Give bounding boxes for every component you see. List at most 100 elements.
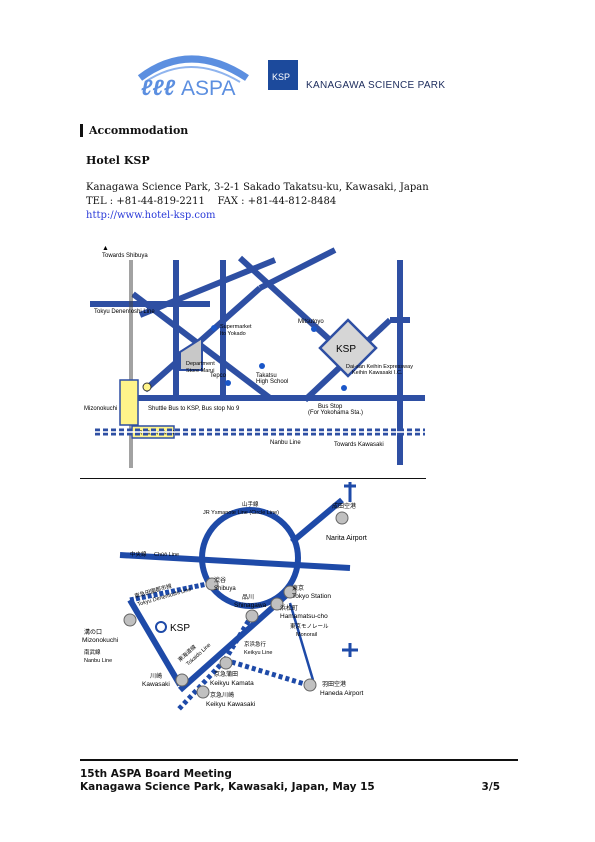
route-ksp-label: KSP — [170, 623, 190, 634]
hamamatsu-en: Hamamatsu-cho — [280, 613, 328, 620]
hamamatsu-jp: 浜松町 — [280, 604, 298, 612]
towards-shibuya-arrow: ▲ — [102, 245, 109, 252]
expressway-label: Dai-san Keihin Expressway — [346, 364, 413, 370]
mitsutoyo-marker — [311, 326, 317, 332]
hotel-fax: FAX : +81-44-812-8484 — [217, 196, 337, 207]
bus-stop-for: (For Yokohama Sta.) — [308, 410, 363, 416]
road — [258, 247, 337, 291]
airplane-icon — [342, 643, 358, 657]
ksp-logo: KSP KANAGAWA SCIENCE PARK — [268, 60, 463, 98]
nanbu-jp: 南武線 — [84, 648, 101, 656]
local-area-map: ▲ Towards Shibuya Tokyu Denentoshi Line … — [84, 245, 425, 468]
keikyu-jp: 京浜急行 — [244, 640, 267, 648]
towards-shibuya: Towards Shibuya — [102, 253, 148, 259]
ksp-building — [318, 318, 378, 378]
aspa-logo: ℓℓℓ ASPA — [137, 55, 249, 100]
shinagawa-station-marker — [245, 609, 259, 623]
aspa-logo-text: ASPA — [181, 77, 235, 100]
kamata-en: Keikyu Kamata — [210, 680, 254, 687]
hotel-address-block: Kanagawa Science Park, 3-2-1 Sakado Taka… — [86, 181, 429, 223]
kawasaki-station-marker — [175, 673, 189, 687]
towards-kawasaki: Towards Kawasaki — [334, 442, 384, 448]
keikyu-line — [222, 613, 255, 662]
yamanote-en: JR Ysmanote Line (Circle Line) — [203, 510, 279, 516]
nanbu-en: Nanbu Line — [84, 658, 112, 664]
narita-route — [290, 497, 344, 545]
chuo-jp: 中央線 — [130, 550, 147, 558]
footer-rule — [80, 759, 518, 761]
shuttle-bus-label: Shuttle Bus to KSP, Bus stop No 9 — [148, 406, 240, 412]
mizonokuchi-station-marker — [123, 613, 137, 627]
bus-stop-marker — [341, 385, 347, 391]
haneda-station-marker — [303, 678, 317, 692]
kkawasaki-en: Keikyu Kawasaki — [206, 701, 255, 708]
nanbu-line-label: Nanbu Line — [270, 440, 301, 446]
narita-station-marker — [335, 511, 349, 525]
hotel-contact: TEL : +81-44-819-2211 FAX : +81-44-812-8… — [86, 195, 429, 209]
haneda-en: Haneda Airport — [320, 690, 364, 697]
jr-mizonokuchi-label: JR Mizonokuchi — [135, 431, 177, 437]
shibuya-en: Shibuya — [214, 586, 236, 592]
kamata-jp: 京急蒲田 — [214, 670, 238, 678]
takatsu-label: Takatsu — [256, 373, 277, 379]
chuo-en: Chūō Line — [154, 552, 179, 558]
page-footer: 15th ASPA Board Meeting Kanagawa Science… — [80, 768, 500, 794]
ksp-map-label: KSP — [336, 344, 356, 355]
monorail-line — [288, 602, 315, 681]
tokyo-jp: 東京 — [292, 584, 304, 592]
tokyu-route — [129, 580, 213, 603]
tokyo-en: Tokyo Station — [292, 593, 331, 600]
monorail-jp: 東京モノレール — [290, 622, 329, 630]
route-map: KSP 山手線 JR Ysmanote Line (Circle Line) 成… — [82, 482, 367, 712]
kamata-station-marker — [219, 656, 233, 670]
hotel-name: Hotel KSP — [86, 154, 150, 167]
section-heading: Accommodation — [80, 124, 188, 137]
map-divider — [80, 478, 426, 479]
section-title: Accommodation — [89, 124, 189, 137]
ksp-marker-icon — [155, 621, 167, 633]
mizonokuchi-station — [119, 379, 139, 426]
ksp-logo-name: KANAGAWA SCIENCE PARK — [306, 80, 445, 91]
tokyu-line-label: Tokyu Denentoshi Line — [94, 309, 155, 315]
mizonokuchi-label: Mizonokuchi — [84, 406, 117, 412]
high-school-marker — [259, 363, 265, 369]
kkawasaki-jp: 京急川崎 — [210, 691, 234, 699]
supermarket-marker — [211, 325, 217, 331]
mizo-en: Mizonokuchi — [82, 637, 118, 644]
shinagawa-jp: 品川 — [242, 594, 254, 601]
mitsutoyo-label: Mitsutoyo — [298, 319, 324, 325]
keikyu-en: Keikyu Line — [244, 650, 272, 656]
bus-stop-icon — [142, 382, 152, 392]
footer-venue: Kanagawa Science Park, Kawasaki, Japan, … — [80, 781, 375, 793]
footer-event: 15th ASPA Board Meeting — [80, 768, 232, 780]
hotel-url-link[interactable]: http://www.hotel-ksp.com — [86, 210, 216, 221]
yamanote-jp: 山手線 — [242, 500, 259, 508]
svg-text:ℓℓℓ: ℓℓℓ — [141, 75, 176, 100]
tokyo-station-marker — [283, 585, 297, 599]
tepco-marker — [225, 380, 231, 386]
hamamatsu-station-marker — [270, 597, 284, 611]
expressway-ic-label: Keihin Kawasaki I.C. — [352, 370, 403, 376]
keikyu-airport-line — [224, 657, 309, 688]
shibuya-jp: 渋谷 — [214, 576, 226, 584]
department-label: Department — [186, 361, 215, 367]
kawasaki-en: Kawasaki — [142, 681, 170, 688]
shibuya-station-marker — [205, 577, 219, 591]
monorail-en: Monorail — [296, 632, 317, 638]
ksp-badge-text: KSP — [272, 72, 290, 82]
high-school-label: High School — [256, 379, 288, 385]
marui-building — [179, 336, 203, 371]
bus-stop-label: Bus Stop — [318, 404, 343, 410]
store-maru-label: Store Marui — [186, 368, 214, 374]
hotel-tel: TEL : +81-44-819-2211 — [86, 196, 205, 207]
heading-bar — [80, 124, 83, 137]
narita-jp: 成田空港 — [332, 502, 356, 510]
page-number: 3/5 — [481, 781, 500, 793]
keikyu-kawasaki-station-marker — [196, 685, 210, 699]
mizo-jp: 溝の口 — [84, 628, 102, 636]
narita-en: Narita Airport — [326, 535, 367, 542]
tepco-label: Tepco — [210, 373, 227, 379]
supermarket-name: Ito Yokado — [220, 331, 246, 337]
haneda-jp: 羽田空港 — [322, 680, 346, 688]
nanbu-line-route — [127, 598, 183, 687]
